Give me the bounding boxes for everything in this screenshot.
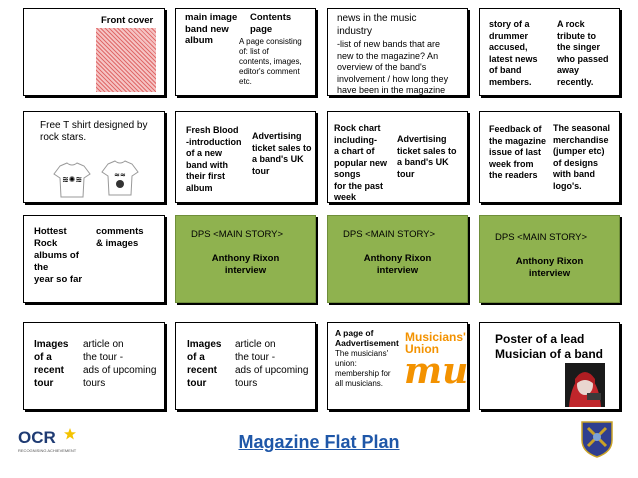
advertisement-heading: A page of Aadvertisement [335, 328, 399, 348]
hottest-albums-box: Hottest Rock albums of the year so far c… [23, 215, 165, 303]
tour-images-text: Images of a recent tour [187, 339, 222, 389]
dps-main-story-box: DPS <MAIN STORY> Anthony Rixon interview [479, 215, 620, 303]
drummer-story-box: story of a drummer accused, latest news … [479, 8, 620, 96]
drummer-story-text: story of a drummer accused, latest news … [489, 19, 538, 87]
ocr-logo-text: OCR [18, 428, 56, 447]
dps-main-story-box: DPS <MAIN STORY> Anthony Rixon interview [175, 215, 316, 303]
dps-heading: DPS <MAIN STORY> [343, 229, 436, 240]
tshirt-box: Free T shirt designed by rock stars. ≋✺≋… [23, 111, 165, 203]
tour-images-text: Images of a recent tour [34, 339, 69, 389]
musicians-union-logo-text: Union [405, 342, 439, 356]
ocr-logo-subtext: RECOGNISING ACHIEVEMENT [18, 448, 77, 453]
advertising-text: Advertising ticket sales to a band's UK … [397, 134, 457, 179]
fresh-blood-box: Fresh Blood -introduction of a new band … [175, 111, 316, 203]
dps-heading: DPS <MAIN STORY> [495, 232, 588, 243]
feedback-box: Feedback of the magazine issue of last w… [479, 111, 620, 203]
contents-title: Contents page [250, 12, 292, 35]
svg-text:≈≈: ≈≈ [114, 171, 126, 179]
tour-article-text: article on the tour - ads of upcoming to… [235, 339, 309, 389]
star-icon [64, 428, 76, 440]
advertising-text: Advertising ticket sales to a band's UK … [252, 131, 312, 176]
feedback-text: Feedback of the magazine issue of last w… [489, 124, 547, 180]
tour-images-box: Images of a recent tour article on the t… [23, 322, 165, 410]
tshirt-icon: ≋✺≋ [53, 162, 91, 198]
front-cover-label: Front cover [101, 15, 154, 26]
poster-box: Poster of a lead Musician of a band [479, 322, 620, 410]
front-cover-image [96, 28, 156, 92]
interview-text: Anthony Rixon interview [515, 256, 584, 279]
news-box: news in the music industry -list of new … [327, 8, 468, 96]
hottest-albums-text: Hottest Rock albums of the year so far [34, 226, 83, 285]
dps-heading: DPS <MAIN STORY> [191, 229, 284, 240]
ocr-logo: OCR RECOGNISING ACHIEVEMENT [18, 428, 78, 453]
page-title: Magazine Flat Plan [238, 432, 400, 452]
interview-text: Anthony Rixon interview [363, 253, 432, 276]
tribute-text: A rock tribute to the singer who passed … [557, 19, 609, 87]
musicians-union-logo-text: Musicians' [405, 330, 466, 344]
contents-left-text: main image band new album [185, 12, 238, 46]
tshirt-icon: ≈≈ [101, 160, 139, 196]
front-cover-box: Front cover [23, 8, 165, 96]
mu-logo: mu [404, 350, 469, 392]
svg-text:≋✺≋: ≋✺≋ [62, 175, 82, 184]
tour-images-box: Images of a recent tour article on the t… [175, 322, 316, 410]
fresh-blood-text: Fresh Blood -introduction of a new band … [186, 125, 242, 193]
rock-chart-box: Rock chart including- a chart of popular… [327, 111, 468, 203]
news-title: news in the music industry [337, 13, 417, 37]
tour-article-text: article on the tour - ads of upcoming to… [83, 339, 157, 389]
poster-text: Poster of a lead Musician of a band [495, 332, 604, 361]
contents-body: A page consisting of: list of contents, … [239, 37, 302, 86]
school-crest-icon [581, 421, 613, 458]
news-body: -list of new bands that are new to the m… [337, 39, 449, 95]
advertisement-box: A page of Aadvertisement The musicians' … [327, 322, 468, 410]
contents-box: main image band new album Contents page … [175, 8, 316, 96]
comments-images-text: comments & images [96, 226, 144, 249]
tshirt-text: Free T shirt designed by rock stars. [40, 120, 148, 143]
interview-text: Anthony Rixon interview [211, 253, 280, 276]
advertisement-body: The musicians' union: membership for all… [335, 349, 391, 388]
dps-main-story-box: DPS <MAIN STORY> Anthony Rixon interview [327, 215, 468, 303]
musician-portrait-image [565, 363, 605, 407]
rock-chart-text: Rock chart including- a chart of popular… [334, 123, 388, 202]
merchandise-text: The seasonal merchandise (jumper etc) of… [553, 123, 611, 191]
